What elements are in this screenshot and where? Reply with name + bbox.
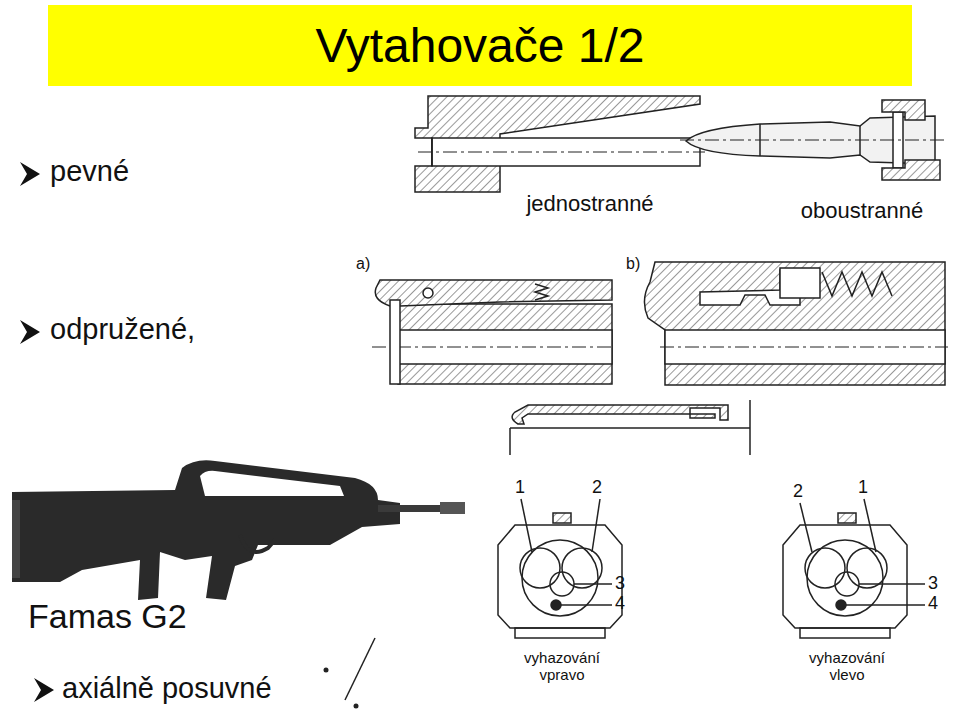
spring-extractor-a xyxy=(372,280,615,384)
spring-extractor-b xyxy=(644,262,948,385)
fixed-extractor-section xyxy=(415,96,705,192)
callout-number: 2 xyxy=(793,482,803,502)
callout-number: 3 xyxy=(615,574,625,594)
caption: jednostranné xyxy=(526,192,653,216)
spring-clip-extractor xyxy=(510,400,750,455)
figure-tag: b) xyxy=(626,255,640,273)
callout-number: 2 xyxy=(592,478,602,498)
bullet-text: axiálně posuvné xyxy=(62,673,272,705)
callout-number: 4 xyxy=(615,594,625,614)
bullet-text: pevné xyxy=(50,156,129,188)
bullet-text: odpružené, xyxy=(50,314,195,346)
callout-number: 3 xyxy=(928,574,938,594)
slide-title: Vytahovače 1/2 xyxy=(48,5,912,86)
callout-number: 4 xyxy=(928,594,938,614)
bolt-face-right-eject xyxy=(498,499,622,638)
dots-slash xyxy=(324,638,376,709)
weapon-name: Famas G2 xyxy=(28,598,187,635)
title-band xyxy=(48,5,912,86)
caption: oboustranné xyxy=(801,199,923,223)
bolt-face-left-eject xyxy=(783,499,925,638)
cartridge-double-extractor xyxy=(680,100,948,180)
callout-number: 1 xyxy=(858,478,868,498)
caption: vyhazování vlevo xyxy=(792,650,902,683)
famas-rifle xyxy=(12,460,465,600)
callout-number: 1 xyxy=(515,478,525,498)
figure-tag: a) xyxy=(356,255,370,273)
caption: vyhazování vpravo xyxy=(507,650,617,683)
